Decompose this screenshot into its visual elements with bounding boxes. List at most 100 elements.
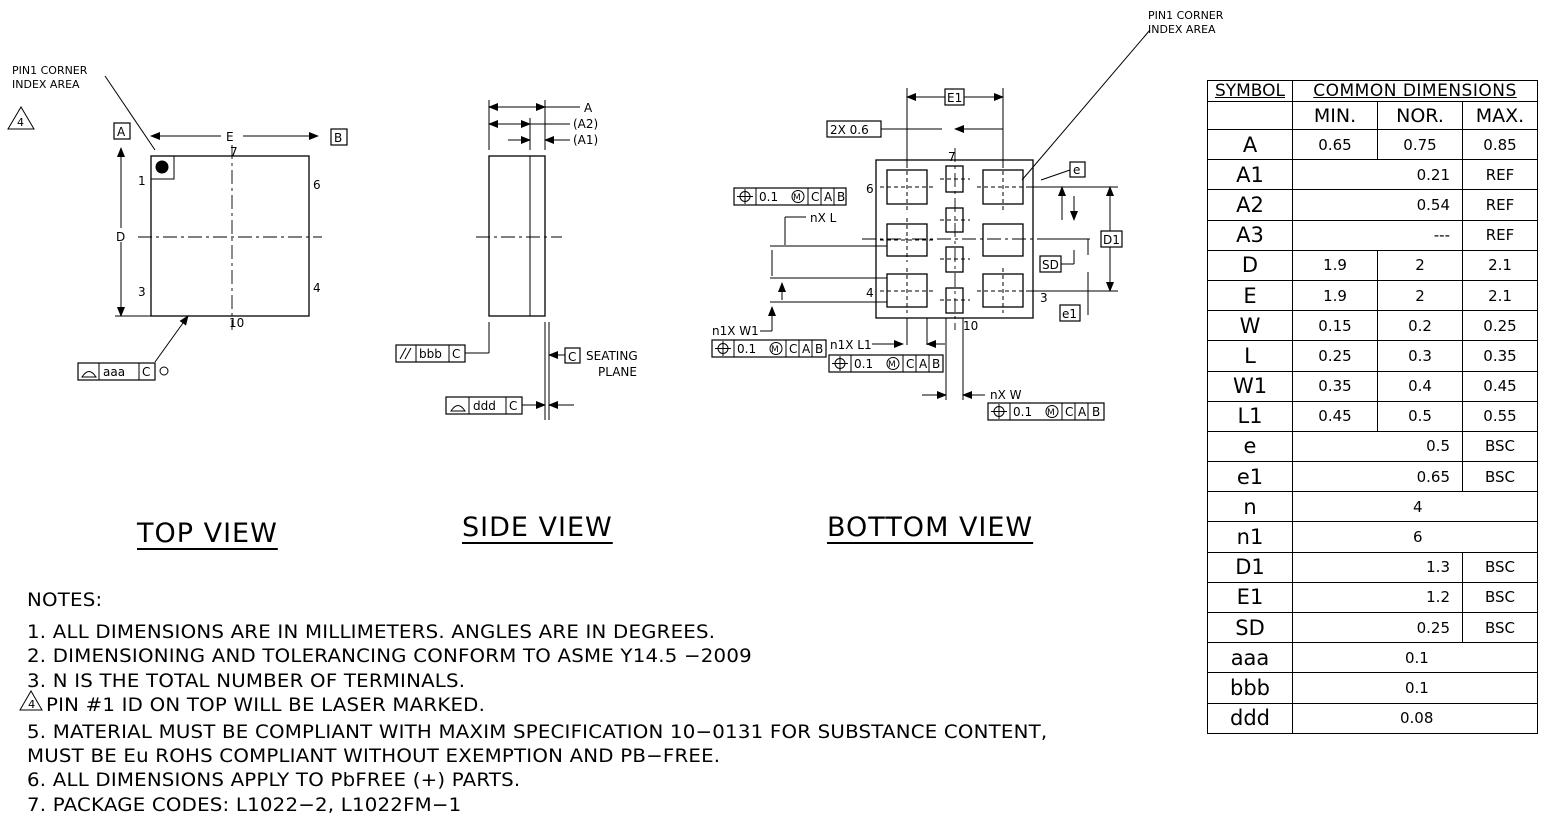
top-flatness-datum: C bbox=[142, 365, 150, 379]
side-view-title: SIDE VIEW bbox=[462, 512, 613, 543]
bottom-dim-e1b: e1 bbox=[1062, 307, 1077, 321]
note-7: 7. PACKAGE CODES: L1022−2, L1022FM−1 bbox=[27, 793, 462, 816]
table-header-symbol: SYMBOL bbox=[1207, 80, 1293, 102]
tol1-datum-a: A bbox=[824, 190, 833, 204]
side-dim-a1: (A1) bbox=[573, 133, 598, 147]
top-flatness-value: aaa bbox=[103, 365, 125, 379]
bottom-pin-7: 7 bbox=[948, 150, 956, 164]
pad-2 bbox=[982, 223, 1024, 257]
top-pin1-label-2: INDEX AREA bbox=[12, 78, 80, 91]
top-dim-e: E bbox=[226, 130, 234, 144]
bottom-dim-e: e bbox=[1073, 163, 1080, 177]
top-pin-3: 3 bbox=[138, 285, 146, 299]
seating-label-2: PLANE bbox=[598, 365, 637, 379]
bottom-label-n1xl1: n1X L1 bbox=[830, 338, 872, 352]
side-flatness-value: ddd bbox=[473, 399, 496, 413]
bottom-dim-e1: E1 bbox=[947, 91, 962, 105]
top-flatness-frame bbox=[77, 362, 156, 381]
note-2: 2. DIMENSIONING AND TOLERANCING CONFORM … bbox=[27, 645, 752, 668]
note4-flag-triangle bbox=[19, 690, 43, 711]
side-body bbox=[488, 155, 546, 317]
bottom-dim-2x: 2X 0.6 bbox=[830, 123, 869, 137]
side-view: A (A2) (A1) C SEATING PLANE bbb C ddd C bbox=[395, 100, 638, 420]
side-parallel-datum: C bbox=[452, 347, 460, 361]
tol1-datum-c: C bbox=[811, 190, 819, 204]
note-1: 1. ALL DIMENSIONS ARE IN MILLIMETERS. AN… bbox=[27, 621, 716, 644]
top-datum-a: A bbox=[117, 125, 126, 139]
note-4-row: 4 PIN #1 ID ON TOP WILL BE LASER MARKED. bbox=[27, 693, 1047, 720]
note-4: PIN #1 ID ON TOP WILL BE LASER MARKED. bbox=[39, 693, 486, 716]
dimension-table: SYMBOL COMMON DIMENSIONS MIN. NOR. MAX. … bbox=[1207, 80, 1538, 734]
tol3-datum-b: B bbox=[932, 357, 940, 371]
tol1-value: 0.1 bbox=[759, 190, 778, 204]
bottom-pin-10: 10 bbox=[963, 319, 978, 333]
side-parallel-value: bbb bbox=[419, 347, 442, 361]
tol4-value: 0.1 bbox=[1013, 405, 1032, 419]
top-pin-10: 10 bbox=[229, 316, 244, 330]
tol1-datum-b: B bbox=[837, 190, 845, 204]
note-6: 6. ALL DIMENSIONS APPLY TO PbFREE (+) PA… bbox=[27, 769, 521, 792]
note-5a: 5. MATERIAL MUST BE COMPLIANT WITH MAXIM… bbox=[27, 721, 1048, 744]
table-header-max: MAX. bbox=[1462, 101, 1538, 130]
bottom-pin1-label-1: PIN1 CORNER bbox=[1148, 9, 1224, 22]
bottom-view-title: BOTTOM VIEW bbox=[827, 512, 1034, 543]
tol1-mod: M bbox=[793, 193, 801, 203]
top-pin1-box bbox=[150, 155, 175, 180]
seating-label-1: SEATING bbox=[586, 349, 638, 363]
bottom-pin-3: 3 bbox=[1040, 291, 1048, 305]
top-view: PIN1 CORNER INDEX AREA 4 E B A D 1 3 4 6… bbox=[7, 64, 348, 381]
tol4-datum-b: B bbox=[1092, 405, 1100, 419]
datum-b-box bbox=[330, 128, 348, 146]
top-dim-d: D bbox=[116, 230, 125, 244]
bottom-label-n1xw1: n1X W1 bbox=[712, 324, 759, 338]
bottom-label-nxl: nX L bbox=[810, 211, 837, 225]
top-datum-b: B bbox=[334, 131, 342, 145]
tol2-datum-c: C bbox=[789, 342, 797, 356]
tol3-value: 0.1 bbox=[854, 357, 873, 371]
side-dim-a2: (A2) bbox=[573, 117, 598, 131]
top-pin-6: 6 bbox=[313, 178, 321, 192]
tol-frame-1: 0.1 M C A B bbox=[733, 187, 847, 206]
note-flag-triangle bbox=[7, 106, 35, 130]
tol2-mod: M bbox=[771, 345, 779, 355]
datum-a-box bbox=[113, 122, 131, 140]
tol3-datum-a: A bbox=[919, 357, 928, 371]
tol-frame-3: 0.1 M C A B bbox=[828, 354, 944, 373]
tol2-datum-b: B bbox=[815, 342, 823, 356]
top-pin-7: 7 bbox=[230, 145, 238, 159]
tol2-value: 0.1 bbox=[737, 342, 756, 356]
top-pin1-label-1: PIN1 CORNER bbox=[12, 64, 88, 77]
tol3-datum-c: C bbox=[906, 357, 914, 371]
note-5b: MUST BE Eu ROHS COMPLIANT WITHOUT EXEMPT… bbox=[27, 745, 721, 768]
note-3: 3. N IS THE TOTAL NUMBER OF TERMINALS. bbox=[27, 669, 466, 692]
tol4-mod: M bbox=[1047, 408, 1055, 418]
bottom-view: PIN1 CORNER INDEX AREA 6 7 4 3 10 bbox=[711, 9, 1224, 421]
side-flatness-datum: C bbox=[509, 399, 517, 413]
top-pin-1: 1 bbox=[138, 174, 146, 188]
side-datum-c: C bbox=[568, 350, 576, 364]
table-header-min: MIN. bbox=[1292, 101, 1378, 130]
tol-frame-2: 0.1 M C A B bbox=[711, 339, 827, 358]
tol2-datum-a: A bbox=[802, 342, 811, 356]
note-4-flag: 4 bbox=[28, 697, 36, 711]
table-header-nor: NOR. bbox=[1377, 101, 1463, 130]
tol3-mod: M bbox=[888, 360, 896, 370]
bottom-pin1-label-2: INDEX AREA bbox=[1148, 23, 1216, 36]
